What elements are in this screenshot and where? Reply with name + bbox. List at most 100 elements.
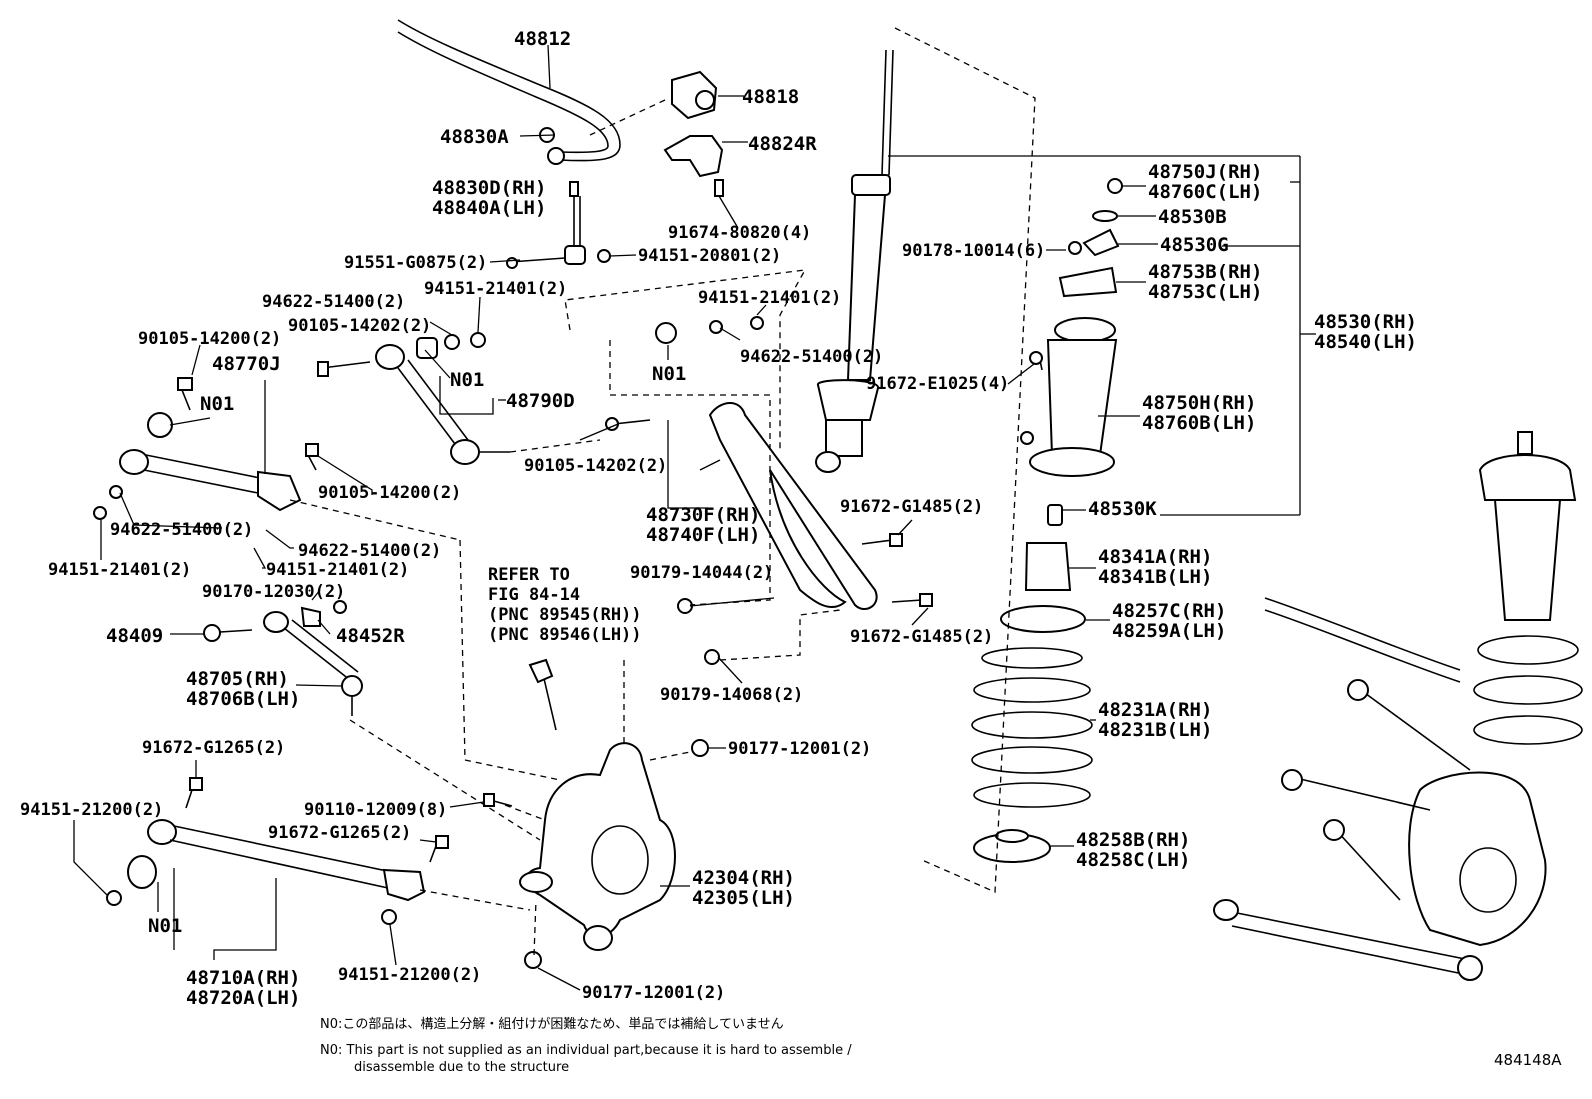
- assembled-suspension-view: [1213, 431, 1583, 981]
- label-48341a: 48341A(RH): [1098, 546, 1212, 568]
- label-94151-20801: 94151-20801(2): [638, 246, 781, 266]
- label-48530k: 48530K: [1088, 498, 1157, 520]
- coil-spring: [971, 647, 1093, 808]
- part-labels: 48812 48818 48830A 48824R 48830D(RH) 488…: [20, 28, 1417, 1009]
- label-48812: 48812: [514, 28, 571, 50]
- label-48830d: 48830D(RH): [432, 177, 546, 199]
- label-42305: 42305(LH): [692, 887, 795, 909]
- label-48530: 48530(RH): [1314, 311, 1417, 333]
- stabilizer-bar: [397, 19, 621, 165]
- shock-top-parts: [1058, 178, 1123, 298]
- leader-lines: [73, 134, 1158, 991]
- bump-stopper: [1024, 504, 1072, 591]
- label-90178: 90178-10014(6): [902, 241, 1045, 261]
- label-refer-4: (PNC 89546(LH)): [488, 625, 642, 645]
- label-90110: 90110-12009(8): [304, 800, 447, 820]
- label-48824r: 48824R: [748, 133, 817, 155]
- upper-control-arm: [317, 332, 510, 465]
- label-48790d: 48790D: [506, 390, 575, 412]
- label-48231a: 48231A(RH): [1098, 699, 1212, 721]
- label-94151-21401-c: 94151-21401(2): [48, 560, 191, 580]
- stabilizer-link: [506, 181, 611, 269]
- label-48818: 48818: [742, 86, 799, 108]
- label-48760b: 48760B(LH): [1142, 412, 1256, 434]
- label-48770j: 48770J: [212, 353, 281, 375]
- label-48259a: 48259A(LH): [1112, 620, 1226, 642]
- lower-link-arm: [605, 316, 933, 665]
- label-n01-d: N01: [148, 915, 182, 937]
- label-94151-21401-b: 94151-21401(2): [698, 288, 841, 308]
- dashed-guide-lines: [289, 27, 1036, 956]
- label-91674: 91674-80820(4): [668, 223, 811, 243]
- label-48753b: 48753B(RH): [1148, 261, 1262, 283]
- label-48840a: 48840A(LH): [432, 197, 546, 219]
- label-48530b: 48530B: [1158, 206, 1227, 228]
- label-90179-14044: 90179-14044(2): [630, 563, 773, 583]
- label-94622-c: 94622-51400(2): [110, 520, 253, 540]
- label-48710a: 48710A(RH): [186, 967, 300, 989]
- footnote-english-line2: disassemble due to the structure: [354, 1060, 569, 1075]
- label-94151-21200-b: 94151-21200(2): [338, 965, 481, 985]
- label-48730f: 48730F(RH): [646, 504, 760, 526]
- label-n01-c: N01: [652, 363, 686, 385]
- label-90177-b: 90177-12001(2): [582, 983, 725, 1003]
- shock-absorber: [815, 49, 1300, 473]
- trailing-link-arm: [93, 377, 319, 520]
- lower-spring-insulator: [973, 829, 1051, 863]
- label-90105-14200-b: 90105-14200(2): [318, 483, 461, 503]
- stabilizer-bracket: [663, 135, 748, 229]
- toe-control-link: [203, 600, 363, 716]
- label-48760c: 48760C(LH): [1148, 181, 1262, 203]
- label-48750j: 48750J(RH): [1148, 161, 1262, 183]
- label-n01-a: N01: [450, 369, 484, 391]
- label-91672-g1265-a: 91672-G1265(2): [142, 738, 285, 758]
- label-91672-g1485-a: 91672-G1485(2): [840, 497, 983, 517]
- label-94151-21401-d: 94151-21401(2): [266, 560, 409, 580]
- label-48706b: 48706B(LH): [186, 688, 300, 710]
- label-94622-d: 94622-51400(2): [298, 541, 441, 561]
- label-48705: 48705(RH): [186, 668, 289, 690]
- label-90177-a: 90177-12001(2): [728, 739, 871, 759]
- label-48409: 48409: [106, 625, 163, 647]
- label-48753c: 48753C(LH): [1148, 281, 1262, 303]
- lower-control-arm: [106, 777, 449, 925]
- label-48830a: 48830A: [440, 126, 509, 148]
- label-48258c: 48258C(LH): [1076, 849, 1190, 871]
- label-48341b: 48341B(LH): [1098, 566, 1212, 588]
- footnote-english-line1: N0: This part is not supplied as an indi…: [320, 1043, 852, 1058]
- label-94622-b: 94622-51400(2): [740, 347, 883, 367]
- label-94622-a: 94622-51400(2): [262, 292, 405, 312]
- label-refer-3: (PNC 89545(RH)): [488, 605, 642, 625]
- label-48530g: 48530G: [1160, 234, 1229, 256]
- diagram-id: 484148A: [1494, 1051, 1562, 1069]
- label-90105-14202-b: 90105-14202(2): [524, 456, 667, 476]
- label-90170: 90170-12030(2): [202, 582, 345, 602]
- label-48750h: 48750H(RH): [1142, 392, 1256, 414]
- label-refer-1: REFER TO: [488, 565, 570, 585]
- label-48257c: 48257C(RH): [1112, 600, 1226, 622]
- label-48540: 48540(LH): [1314, 331, 1417, 353]
- label-48452r: 48452R: [336, 625, 405, 647]
- label-48720a: 48720A(LH): [186, 987, 300, 1009]
- label-n01-b: N01: [200, 393, 234, 415]
- footnote-japanese: N0:この部品は、構造上分解・組付けが困難なため、単品では補給していません: [320, 1016, 784, 1032]
- label-91672-g1485-b: 91672-G1485(2): [850, 627, 993, 647]
- label-refer-2: FIG 84-14: [488, 585, 580, 605]
- strut-assembly: [1020, 317, 1118, 477]
- label-48258b: 48258B(RH): [1076, 829, 1190, 851]
- label-48231b: 48231B(LH): [1098, 719, 1212, 741]
- label-94151-21401-a: 94151-21401(2): [424, 279, 567, 299]
- axle-carrier-knuckle: [483, 658, 709, 969]
- label-94151-21200-a: 94151-21200(2): [20, 800, 163, 820]
- stabilizer-bushing: [589, 70, 744, 136]
- upper-spring-insulator: [1000, 605, 1086, 633]
- label-91672-e1025: 91672-E1025(4): [866, 374, 1009, 394]
- label-90179-14068: 90179-14068(2): [660, 685, 803, 705]
- footnotes: N0:この部品は、構造上分解・組付けが困難なため、単品では補給していません N0…: [320, 1016, 1562, 1075]
- label-42304: 42304(RH): [692, 867, 795, 889]
- assembly-bracket: [1160, 156, 1316, 516]
- label-90105-14202-a: 90105-14202(2): [288, 316, 431, 336]
- label-90105-14200-a: 90105-14200(2): [138, 329, 281, 349]
- label-91672-g1265-b: 91672-G1265(2): [268, 823, 411, 843]
